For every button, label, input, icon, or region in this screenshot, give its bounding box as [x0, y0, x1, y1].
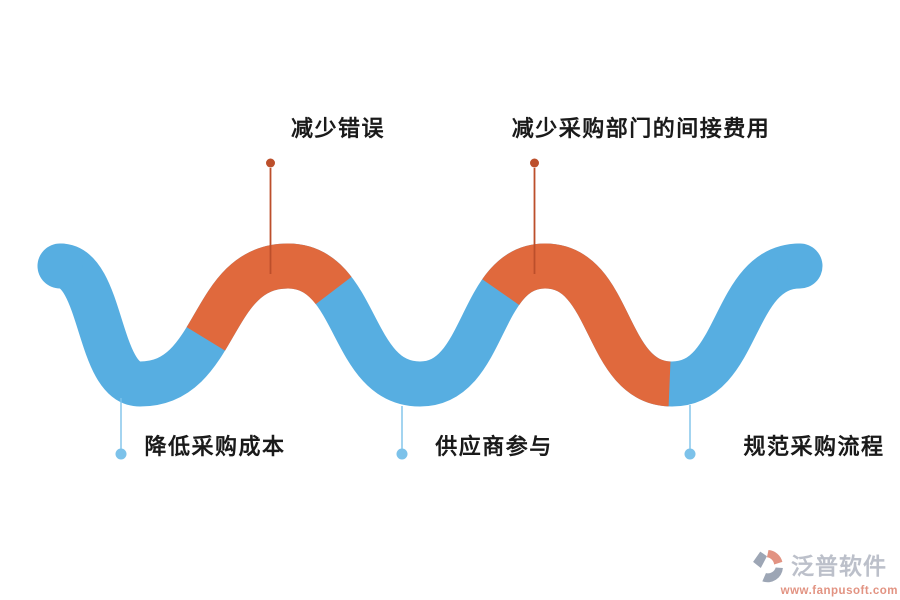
wave-path — [55, 243, 803, 407]
label-reduce-indirect-costs: 减少采购部门的间接费用 — [511, 116, 771, 141]
callout-dot-standardize — [684, 448, 696, 460]
label-supplier-participation: 供应商参与 — [435, 434, 553, 459]
logo-url: www.fanpusoft.com — [780, 585, 898, 597]
label-standardize-procurement-process: 规范采购流程 — [743, 434, 885, 459]
callout-dot-lower-cost — [115, 448, 127, 460]
callout-dot-reduce-indirect-costs — [530, 158, 539, 168]
callout-dot-reduce-errors — [266, 158, 275, 168]
label-lower-procurement-cost: 降低采购成本 — [144, 434, 286, 459]
watermark-logo: 泛普软件 www.fanpusoft.com — [750, 548, 898, 598]
label-reduce-errors: 减少错误 — [290, 116, 386, 141]
wave-start-cap — [37, 243, 83, 289]
fanpu-logo-icon — [753, 550, 783, 583]
logo-name: 泛普软件 — [791, 553, 887, 579]
callout-dot-supplier — [396, 448, 408, 460]
wave-end-cap — [777, 243, 823, 289]
